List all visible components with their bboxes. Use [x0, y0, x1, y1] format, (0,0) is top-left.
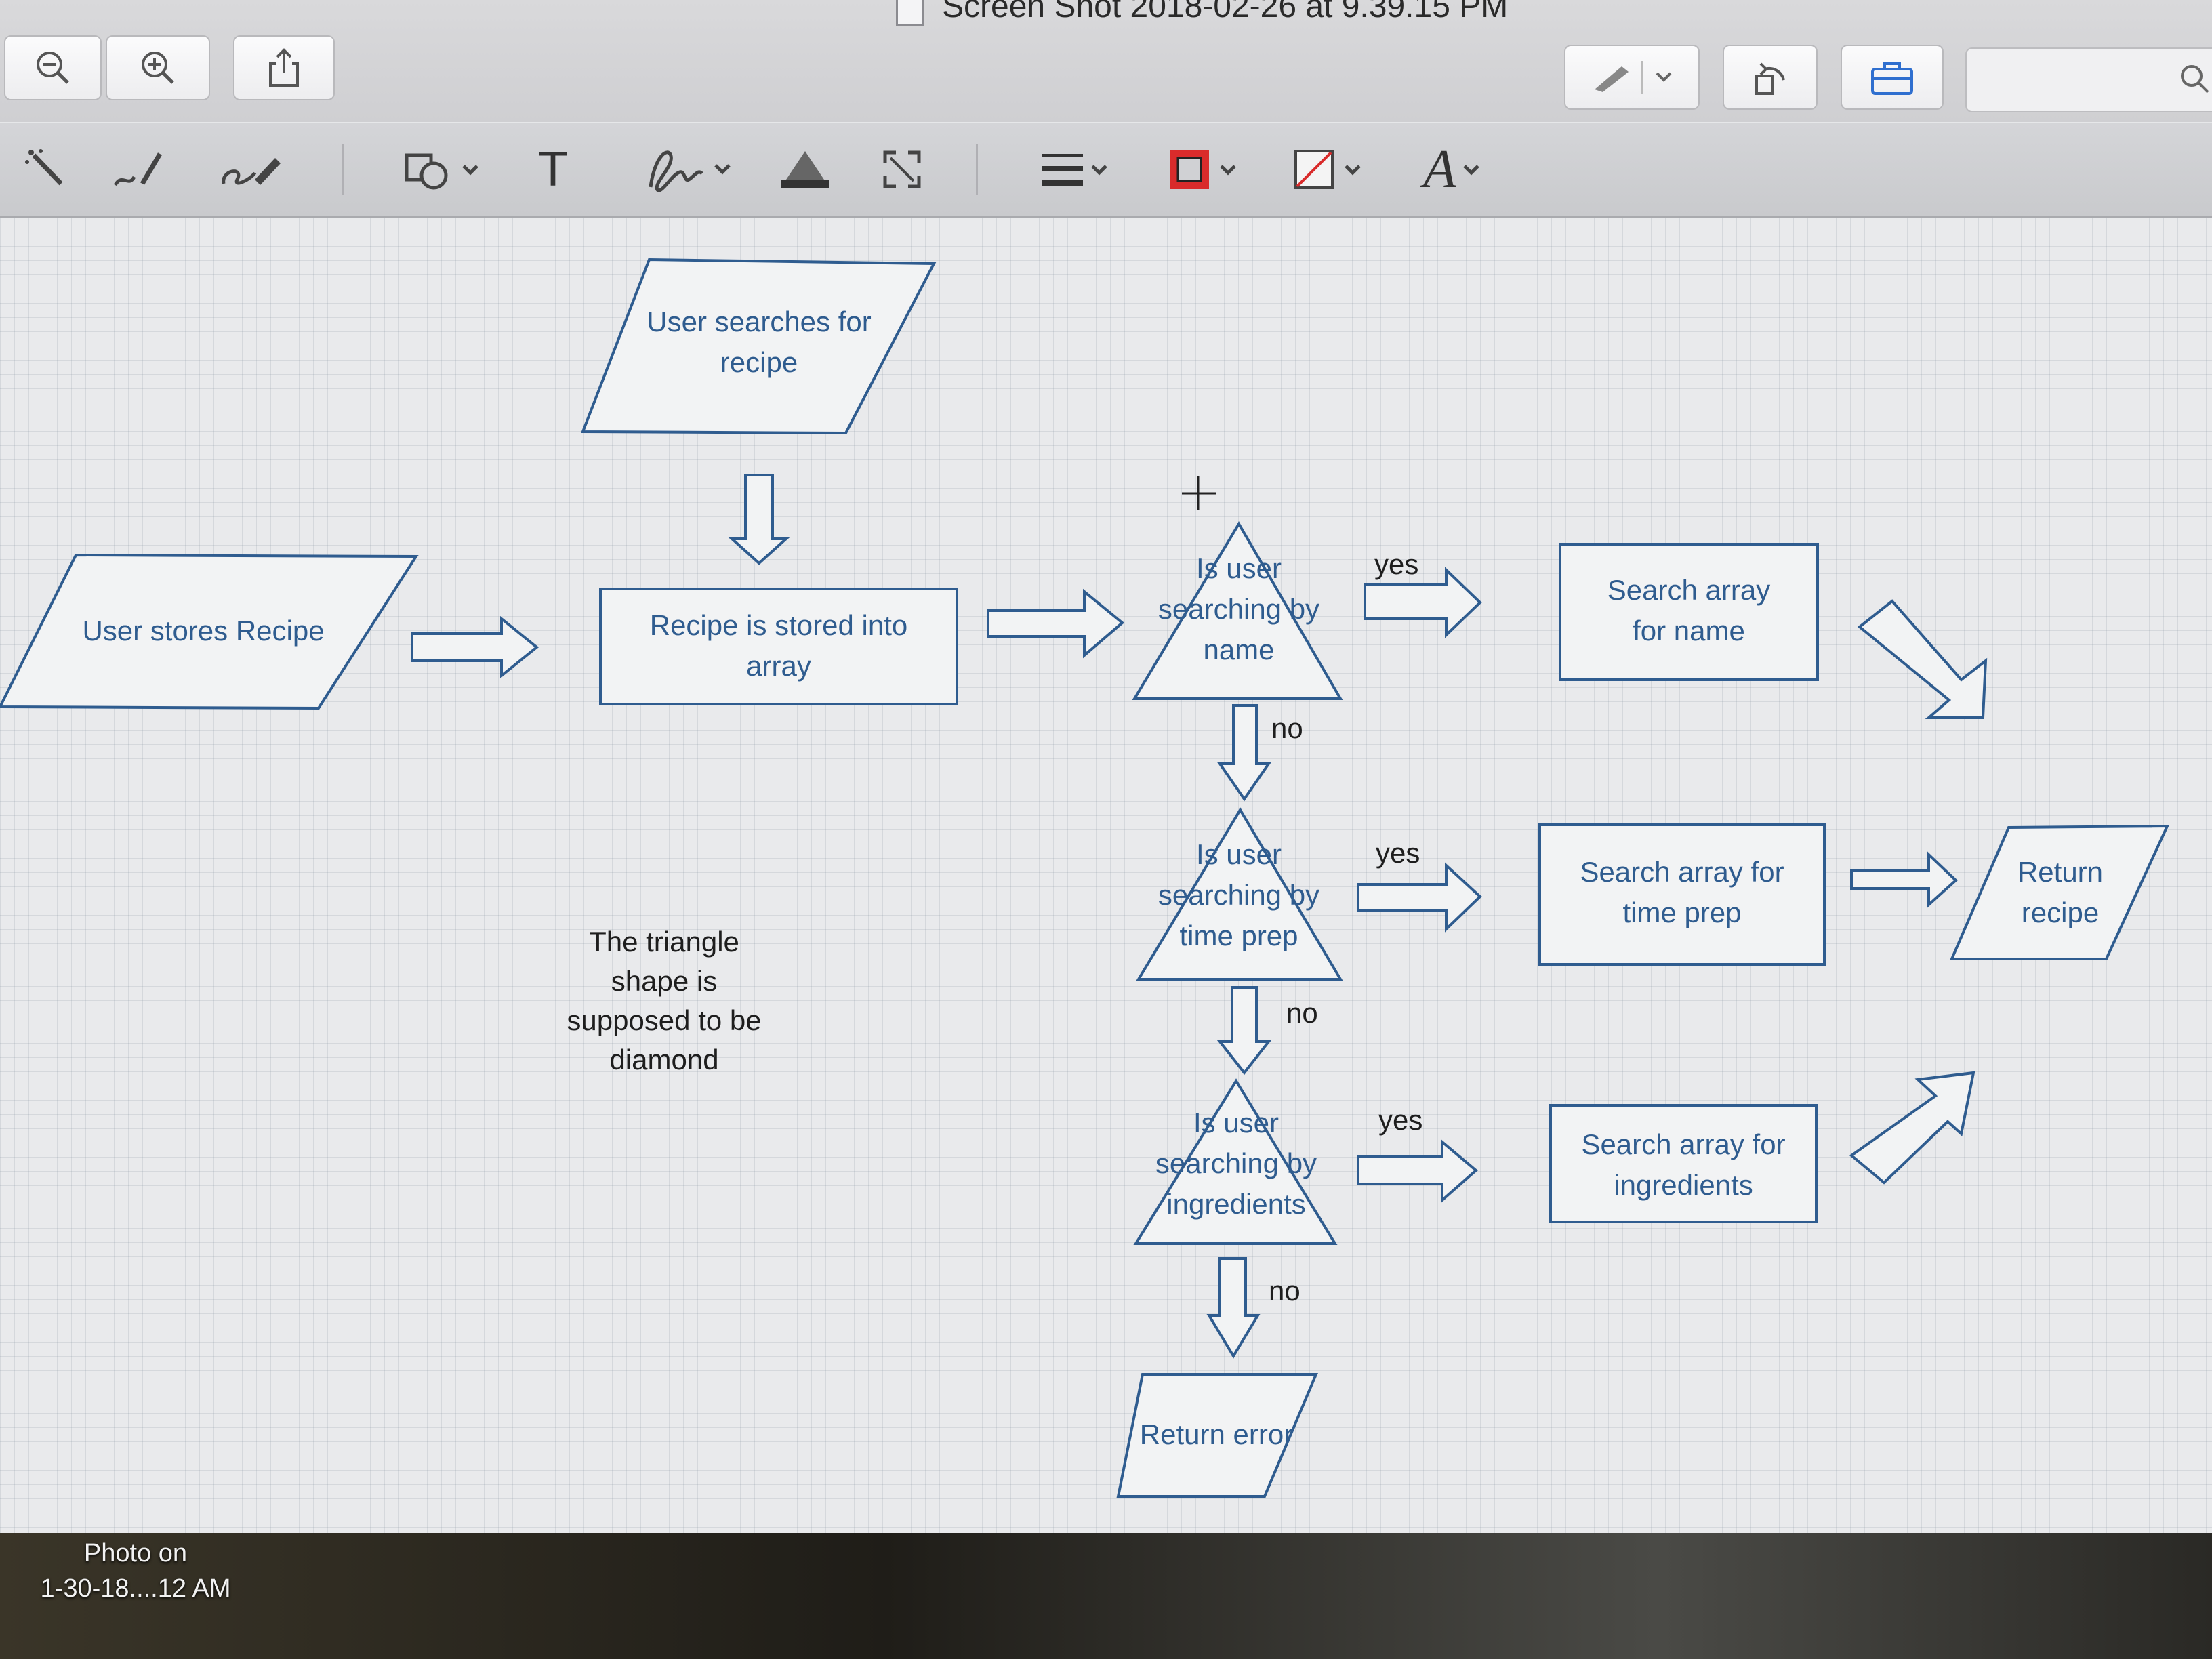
title-bar: Screen Shot 2018-02-26 at 9.39.15 PM: [0, 0, 2212, 122]
draw-tool[interactable]: [217, 142, 285, 197]
arrow-right-yes-2: [1357, 862, 1482, 933]
node-return-recipe: Return recipe: [2017, 856, 2104, 928]
markup-toolbar: T: [0, 123, 2212, 218]
sketch-tool[interactable]: [108, 142, 169, 197]
shapes-icon: [405, 153, 478, 190]
text-style-tool[interactable]: A: [1423, 140, 1490, 199]
rotate-button[interactable]: [1723, 45, 1818, 110]
rotate-icon: [1755, 62, 1785, 95]
node-user-searches: User searches for recipe: [647, 306, 872, 378]
zoom-in-button[interactable]: [106, 35, 210, 100]
arrow-right-1: [411, 615, 539, 679]
user-stores-shape: [0, 553, 419, 710]
node-decision-time: Is user searching by time prep: [1158, 838, 1320, 951]
node-search-ingredients: Search array for ingredients: [1581, 1128, 1786, 1201]
edge-label-no: no: [1269, 1275, 1300, 1307]
edge-label-no: no: [1271, 712, 1303, 744]
text-style-icon: A: [1423, 139, 1456, 199]
fill-color-tool[interactable]: [1290, 142, 1372, 197]
toolbox-icon: [1871, 62, 1913, 95]
pen-icon: [1595, 61, 1672, 94]
crosshair-cursor: [1182, 476, 1216, 510]
decision-name-shape: [1132, 521, 1343, 700]
instant-alpha-icon: [25, 149, 63, 186]
search-time-shape: [1538, 823, 1826, 966]
search-name-shape: [1559, 543, 1819, 681]
edge-label-no: no: [1286, 997, 1318, 1029]
toolbox-button[interactable]: [1841, 45, 1944, 110]
arrow-down-4: [1206, 1257, 1261, 1359]
adjust-color-icon: [781, 151, 830, 188]
node-user-stores: User stores Recipe: [82, 615, 325, 647]
node-decision-ingredients: Is user searching by ingredients: [1155, 1107, 1317, 1220]
toolbar-separator: [342, 144, 344, 195]
zoom-out-button[interactable]: [4, 35, 102, 100]
arrow-down-2: [1217, 704, 1271, 802]
return-error-shape: [1116, 1373, 1319, 1498]
decision-time-shape: [1136, 807, 1343, 981]
draw-icon: [222, 158, 281, 185]
fill-color-icon: [1294, 150, 1361, 189]
node-decision-name: Is user searching by name: [1158, 552, 1320, 665]
search-icon: [2181, 65, 2209, 94]
share-button[interactable]: [233, 35, 335, 100]
edge-label-yes: yes: [1378, 1104, 1423, 1136]
shape-style-tool[interactable]: [1037, 142, 1118, 197]
arrow-right-2: [987, 588, 1125, 659]
shapes-tool[interactable]: [400, 142, 488, 197]
adjust-size-icon: [883, 150, 921, 188]
diagram-note: The triangle shape is supposed to be dia…: [567, 926, 762, 1076]
sketch-icon: [113, 152, 163, 186]
flowchart-shapes: [0, 258, 2170, 1498]
arrow-diagonal-up: [1849, 1071, 1975, 1185]
zoom-in-icon: [142, 52, 174, 84]
sign-tool[interactable]: [641, 142, 736, 197]
share-icon: [269, 48, 299, 87]
border-color-icon: [1170, 150, 1236, 189]
node-return-error: Return error: [1139, 1418, 1294, 1450]
node-search-name: Search array for name: [1607, 574, 1771, 647]
search-ingredients-shape: [1549, 1104, 1818, 1223]
instant-alpha-tool[interactable]: [20, 142, 75, 197]
arrow-down-1: [728, 474, 790, 565]
arrow-down-3: [1216, 986, 1272, 1076]
sign-icon: [649, 150, 731, 192]
user-searches-shape: [581, 258, 937, 435]
edge-label-yes: yes: [1376, 837, 1420, 869]
node-stored-into-array: Recipe is stored into array: [649, 609, 908, 682]
node-search-time: Search array for time prep: [1580, 856, 1784, 928]
desktop-file-label[interactable]: Photo on 1-30-18....12 AM: [40, 1539, 231, 1603]
decision-ingredients-shape: [1133, 1078, 1338, 1245]
text-tool[interactable]: T: [538, 142, 568, 197]
border-color-tool[interactable]: [1166, 142, 1247, 197]
arrow-right-4: [1850, 851, 1958, 908]
toolbar-separator: [976, 144, 978, 195]
markup-pen-button[interactable]: [1564, 45, 1700, 110]
adjust-size-tool[interactable]: [878, 142, 926, 197]
image-canvas[interactable]: User searches for recipe User stores Rec…: [0, 218, 2212, 1533]
arrow-right-yes-3: [1357, 1139, 1479, 1204]
search-field[interactable]: [1965, 47, 2212, 112]
zoom-out-icon: [37, 52, 69, 84]
arrow-diagonal-down: [1857, 599, 1988, 719]
stored-into-array-shape: [599, 588, 958, 705]
shape-style-icon: [1042, 154, 1107, 186]
return-recipe-shape: [1949, 824, 2170, 960]
desktop-background: [0, 1533, 2212, 1659]
chevron-down-icon: [1463, 165, 1479, 176]
document-icon: [896, 0, 924, 26]
edge-label-yes: yes: [1374, 548, 1419, 580]
window-title: Screen Shot 2018-02-26 at 9.39.15 PM: [942, 0, 1509, 24]
preview-window: Screen Shot 2018-02-26 at 9.39.15 PM: [0, 0, 2212, 1533]
adjust-color-tool[interactable]: [775, 142, 836, 197]
arrow-right-yes-1: [1364, 567, 1482, 638]
